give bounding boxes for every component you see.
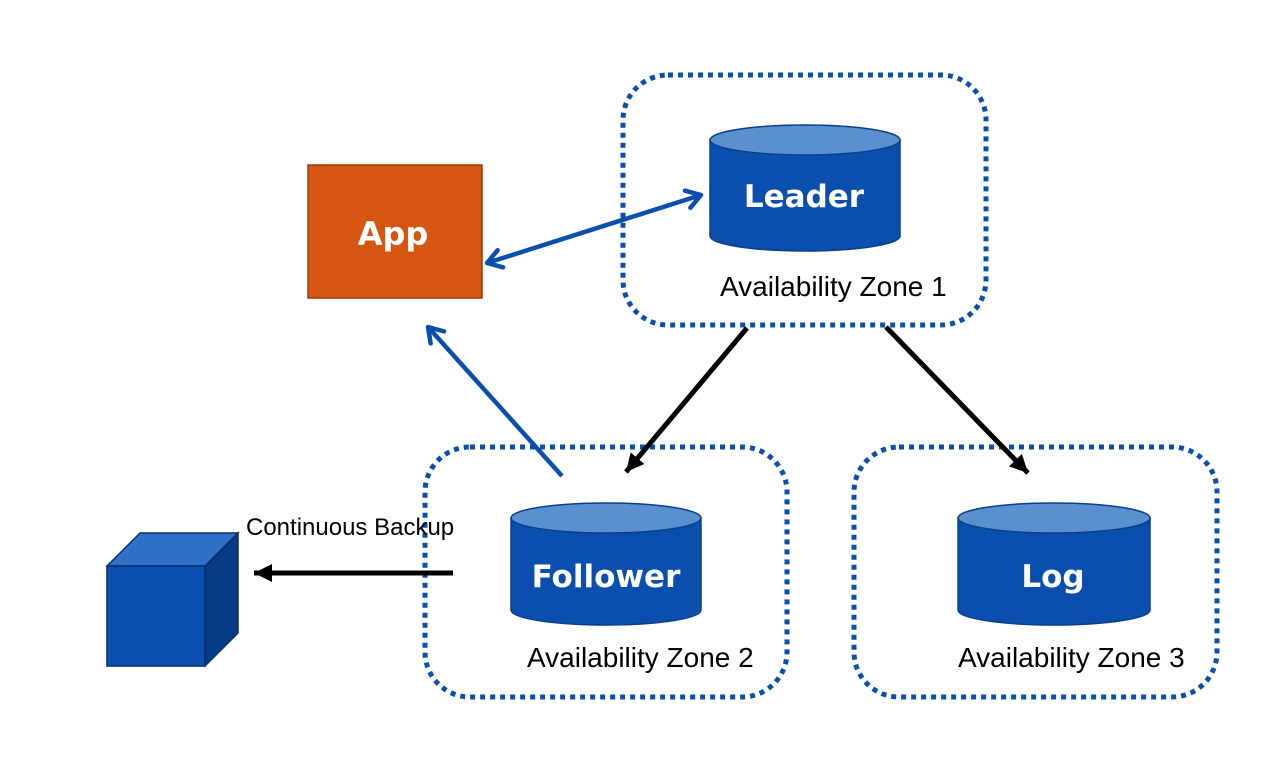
availability-zone-2: Availability Zone 2 — [422, 444, 790, 700]
leader-to-follower-arrow — [624, 326, 749, 474]
backup-storage-cube — [105, 531, 240, 668]
app-leader-bidirectional-arrow — [484, 188, 704, 270]
availability-zone-1: Availability Zone 1 — [620, 72, 989, 328]
leader-to-log-arrow — [884, 325, 1030, 475]
log-label: Log — [1021, 559, 1084, 595]
continuous-backup-label: Continuous Backup — [246, 514, 454, 541]
availability-zone-3: Availability Zone 3 — [851, 444, 1220, 700]
zone-1-label: Availability Zone 1 — [720, 271, 947, 302]
follower-label: Follower — [532, 559, 681, 595]
zone-3-label: Availability Zone 3 — [958, 642, 1185, 673]
log-database: Log — [957, 502, 1151, 626]
leader-label: Leader — [744, 179, 865, 215]
leader-database: Leader — [709, 124, 901, 252]
app-node: App — [307, 164, 483, 299]
follower-database: Follower — [510, 502, 702, 626]
app-label: App — [358, 215, 429, 253]
follower-to-app-arrow — [425, 324, 564, 478]
zone-2-label: Availability Zone 2 — [527, 642, 754, 673]
